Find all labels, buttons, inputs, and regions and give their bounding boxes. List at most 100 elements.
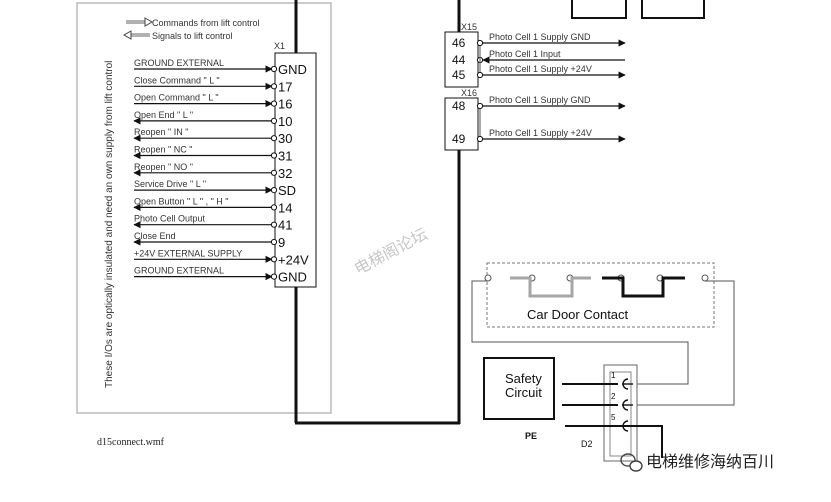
x15-terminal — [476, 71, 484, 79]
x1-signal-label: Service Drive " L " — [134, 179, 206, 189]
safety-circuit-line1: Safety — [505, 371, 542, 386]
d2-pin: 2 — [611, 392, 633, 411]
x1-row: Open Button " L " , " H "14 — [133, 196, 292, 215]
x1-signal-label: Reopen " NC " — [134, 145, 192, 155]
legend: Commands from lift control Signals to li… — [122, 17, 260, 41]
x16-pin-number: 48 — [452, 99, 466, 113]
x1-terminal — [270, 117, 278, 125]
x1-signal-label: Open Command " L " — [134, 93, 219, 103]
d2-pin-number: 5 — [611, 413, 616, 422]
x1-signal-label: +24V EXTERNAL SUPPLY — [134, 248, 242, 258]
x16-pin-number: 49 — [452, 132, 466, 146]
x16-signal-label: Photo Cell 1 Supply +24V — [489, 128, 592, 138]
x1-signal-label: Reopen " IN " — [134, 127, 188, 137]
x1-row: Photo Cell Output 41 — [133, 214, 292, 233]
x1-label: X1 — [274, 41, 285, 51]
x1-signal-label: Reopen " NO " — [134, 162, 193, 172]
x1-terminal — [270, 135, 278, 142]
x1-pin-number: 17 — [278, 79, 292, 94]
car-door-contact-switches — [484, 274, 709, 298]
x16-terminal — [476, 102, 484, 110]
x1-pin-number: 31 — [278, 149, 292, 164]
x16-signal-label: Photo Cell 1 Supply GND — [489, 95, 591, 105]
x1-signal-label: Close Command " L " — [134, 75, 220, 85]
x16-row: 49 Photo Cell 1 Supply +24V — [452, 128, 626, 146]
x1-terminal — [270, 187, 278, 194]
x1-pin-number: 9 — [278, 235, 285, 250]
x1-pin-number: 16 — [278, 97, 292, 112]
safety-circuit-line2: Circuit — [505, 385, 542, 400]
wechat-icon — [620, 453, 643, 472]
car-door-contact-box — [486, 262, 715, 328]
x1-pin-number: 32 — [278, 166, 292, 181]
x1-row: Open Command " L " 16 — [134, 93, 292, 112]
x1-row: Open End " L " 10 — [133, 110, 292, 129]
x1-row: GROUND EXTERNAL GND — [134, 58, 307, 77]
x1-pin-number: 10 — [278, 114, 292, 129]
x15-row: 44 Photo Cell 1 Input — [452, 49, 625, 67]
x15-signal-label: Photo Cell 1 Supply +24V — [489, 64, 592, 74]
x1-signal-label: GROUND EXTERNAL — [134, 58, 224, 68]
io-panel-frame — [76, 2, 332, 414]
x16-terminal — [476, 135, 484, 143]
x15-terminal — [476, 39, 484, 47]
x15-label: X15 — [461, 22, 477, 32]
x1-signal-label: Photo Cell Output — [134, 214, 206, 224]
x1-terminal — [270, 65, 278, 73]
x16-rows: 48 Photo Cell 1 Supply GND 49 Photo Cell 1 … — [452, 95, 626, 146]
d2-inner — [609, 371, 632, 457]
x1-signal-label: Open End " L " — [134, 110, 193, 120]
x1-pin-number: GND — [278, 270, 307, 285]
x1-terminal — [270, 83, 278, 90]
wire-safety-pin5 — [565, 425, 663, 458]
x1-terminal — [270, 169, 278, 176]
x1-pin-number: GND — [278, 62, 307, 77]
x16-label: X16 — [461, 88, 477, 98]
file-name: d15connect.wmf — [97, 437, 165, 448]
x1-pin-number: 30 — [278, 131, 292, 146]
wire-door-to-d2-pin2 — [633, 280, 735, 406]
d2-connector — [603, 364, 638, 462]
x15-pin-number: 45 — [452, 68, 466, 82]
watermark-center: 电梯阁论坛 — [351, 224, 431, 278]
x1-signal-label: Close End — [134, 231, 176, 241]
x1-terminal — [270, 221, 278, 228]
x15-pin-number: 44 — [452, 53, 466, 67]
x16-connector — [444, 97, 479, 151]
side-note: These I/Os are optically insulated and n… — [104, 61, 115, 388]
x15-signal-label: Photo Cell 1 Input — [489, 49, 561, 59]
d2-label: D2 — [581, 439, 593, 449]
d2-pin-number: 2 — [611, 392, 616, 401]
x1-terminal — [270, 238, 278, 246]
x1-row: Reopen " NC " 31 — [133, 145, 292, 164]
x15-row: 45 Photo Cell 1 Supply +24V — [452, 64, 626, 82]
x1-row: +24V EXTERNAL SUPPLY +24V — [134, 248, 309, 267]
top-box-2 — [641, 0, 705, 19]
x1-row: Close Command " L " 17 — [134, 75, 292, 94]
x16-row: 48 Photo Cell 1 Supply GND — [452, 95, 626, 113]
wire-door-to-d2-pin1 — [471, 280, 689, 385]
x1-terminal — [270, 152, 278, 159]
x15-pin-number: 46 — [452, 36, 466, 50]
x1-terminal — [270, 256, 278, 263]
x1-pin-number: SD — [278, 183, 296, 198]
watermark-brand: 电梯维修海纳百川 — [646, 452, 774, 471]
x1-row: GROUND EXTERNAL GND — [134, 266, 307, 285]
safety-circuit-box — [483, 357, 555, 420]
x1-row: Reopen " IN " 30 — [133, 127, 292, 146]
x1-row: Service Drive " L " SD — [134, 179, 296, 198]
x1-row: Reopen " NO " 32 — [133, 162, 292, 181]
x1-pin-number: 41 — [278, 218, 292, 233]
car-door-contact-label: Car Door Contact — [527, 307, 629, 322]
x1-signal-label: GROUND EXTERNAL — [134, 266, 224, 276]
x1-terminal — [270, 204, 278, 211]
pe-label: PE — [525, 431, 537, 441]
x1-pin-number: +24V — [278, 252, 309, 267]
top-box-1 — [571, 0, 627, 19]
x1-terminal — [270, 273, 278, 280]
x1-terminal — [270, 100, 278, 107]
